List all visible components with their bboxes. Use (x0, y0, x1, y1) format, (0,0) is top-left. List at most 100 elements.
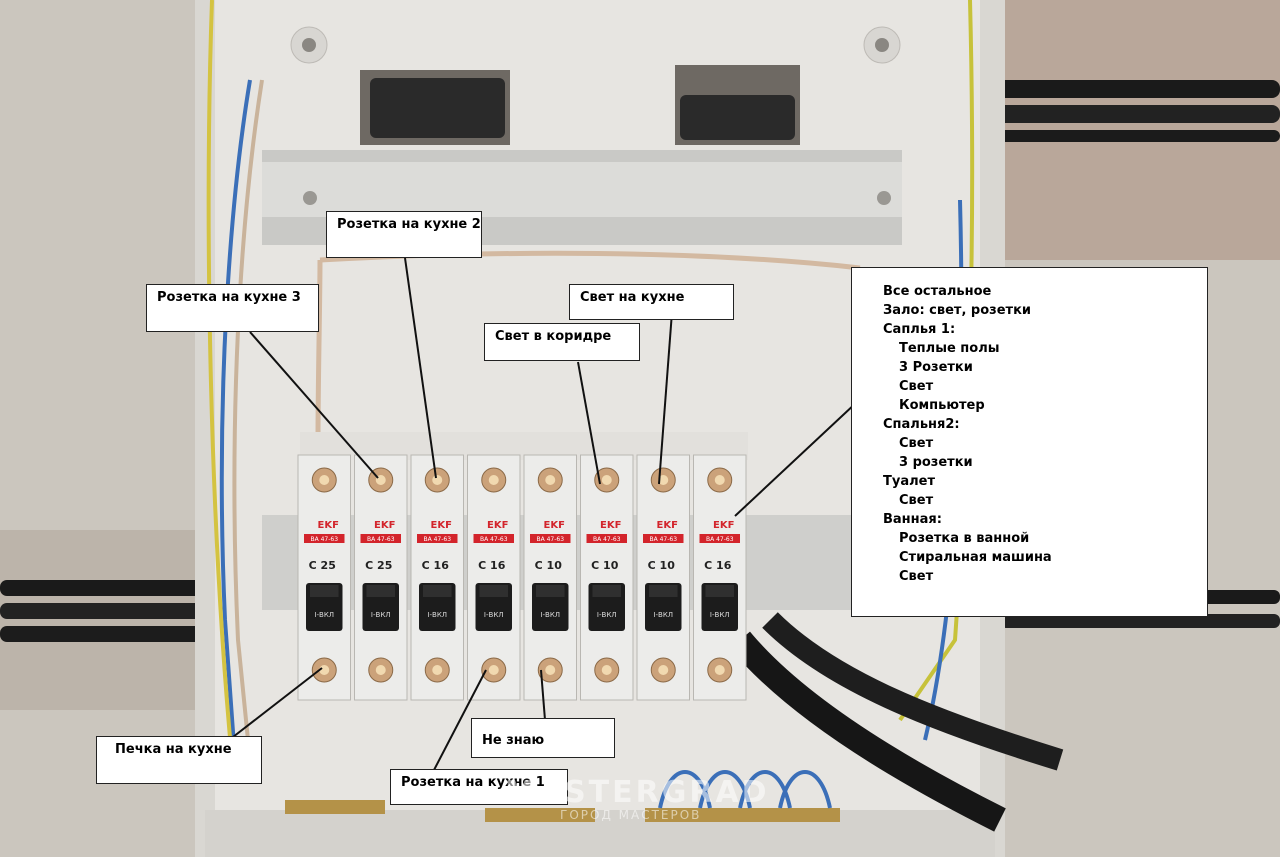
watermark-subtitle: ГОРОД МАСТЕРОВ (560, 808, 702, 822)
breaker-model-band (530, 534, 571, 543)
rail-screw (877, 191, 891, 205)
label-text: Печка на кухне (115, 742, 232, 757)
terminal-screw-head (432, 475, 443, 485)
breaker-rating: C 16 (422, 559, 450, 572)
terminal-screw-head (432, 665, 443, 675)
rest-list-item: Свет (899, 436, 934, 451)
wire-blue (778, 770, 832, 809)
label-corridor-light: Свет в коридре (484, 323, 640, 361)
wall-cable (990, 105, 1280, 123)
mount-screw (875, 38, 889, 52)
rail-screw (303, 191, 317, 205)
leader-line (577, 361, 601, 485)
rest-list-item: Стиральная машина (899, 550, 1052, 565)
terminal-screw-head (375, 665, 386, 675)
breaker-model-band (699, 534, 740, 543)
leader-line (658, 311, 673, 485)
rest-list-item: Саплья 1: (883, 322, 956, 337)
breaker-brand: EKF (544, 520, 565, 531)
wall-cable (1000, 614, 1280, 628)
breaker-toggle-cap (310, 585, 339, 597)
wire-beige (315, 259, 323, 441)
wall-cable (990, 130, 1280, 142)
leader-line (734, 401, 858, 517)
terminal-screw-head (488, 475, 499, 485)
terminal-screw-head (545, 665, 556, 675)
breaker-model: BA 47-63 (706, 536, 734, 543)
breaker-toggle-cap (705, 585, 734, 597)
leader-line (433, 669, 487, 771)
label-text: Свет в коридре (495, 329, 612, 344)
leader-line (404, 257, 437, 479)
terminal-screw-head (714, 475, 725, 485)
rest-list-item: Свет (899, 379, 934, 394)
leader-line (249, 331, 379, 479)
breaker-brand: EKF (657, 520, 678, 531)
breaker-model: BA 47-63 (536, 536, 564, 543)
breaker-body (580, 454, 634, 701)
wall-cable (0, 580, 210, 596)
label-unknown: Не знаю (471, 718, 615, 758)
breaker-brand: EKF (487, 520, 508, 531)
breaker-toggle-cap (479, 585, 508, 597)
label-kitchen-socket-3: Розетка на кухне 3 (146, 284, 319, 332)
wall-cable (0, 603, 210, 619)
rest-list-item: Розетка в ванной (899, 531, 1030, 546)
rest-list-item: Спальня2: (883, 417, 960, 432)
breaker-switch-label: I-ВКЛ (597, 611, 617, 619)
rest-list-item: Ванная: (883, 512, 942, 527)
breaker-model: BA 47-63 (593, 536, 621, 543)
breaker-switch-label: I-ВКЛ (540, 611, 560, 619)
breaker-model-band (360, 534, 401, 543)
din-rail-top-face (262, 162, 902, 217)
breaker-model-band (643, 534, 684, 543)
rest-list-item: 3 розетки (899, 455, 973, 470)
wire-yellow-green (206, 0, 234, 761)
label-text: Не знаю (482, 733, 545, 748)
label-text: Свет на кухне (580, 290, 685, 305)
watermark: MASTERGRAD (505, 775, 770, 810)
terminal-screw-head (714, 665, 725, 675)
rest-list-title: Все остальное (883, 284, 992, 299)
breaker-rating: C 16 (704, 559, 732, 572)
terminal-screw-head (601, 475, 612, 485)
breaker-brand: EKF (600, 520, 621, 531)
leader-line (232, 667, 323, 738)
enclosure-bottom (205, 810, 995, 857)
wall-cable (990, 80, 1280, 98)
breaker-rating: C 10 (648, 559, 676, 572)
breaker-model: BA 47-63 (423, 536, 451, 543)
breaker-model-band (417, 534, 458, 543)
wire-beige (232, 79, 264, 761)
neutral-bus-mid (485, 808, 595, 822)
terminal-screw-head (601, 665, 612, 675)
breaker-model: BA 47-63 (310, 536, 338, 543)
neutral-bus-right (645, 808, 840, 822)
breaker-toggle-cap (423, 585, 452, 597)
breaker-model-band (586, 534, 627, 543)
label-kitchen-socket-2: Розетка на кухне 2 (326, 211, 482, 258)
breaker-switch-label: I-ВКЛ (653, 611, 673, 619)
breaker-switch-label: I-ВКЛ (371, 611, 391, 619)
rest-list-item: Зало: свет, розетки (883, 303, 1032, 318)
neutral-bus-left (285, 800, 385, 814)
breaker-toggle-cap (366, 585, 395, 597)
entry-cable-bundle (680, 95, 795, 140)
terminal-screw-head (658, 665, 669, 675)
breaker-brand: EKF (431, 520, 452, 531)
breaker-brand: EKF (318, 520, 339, 531)
rest-list-item: 3 Розетки (899, 360, 973, 375)
breaker-brand: EKF (374, 520, 395, 531)
terminal-screw-head (658, 475, 669, 485)
label-kitchen-light: Свет на кухне (569, 284, 734, 320)
terminal-screw-head (545, 475, 556, 485)
